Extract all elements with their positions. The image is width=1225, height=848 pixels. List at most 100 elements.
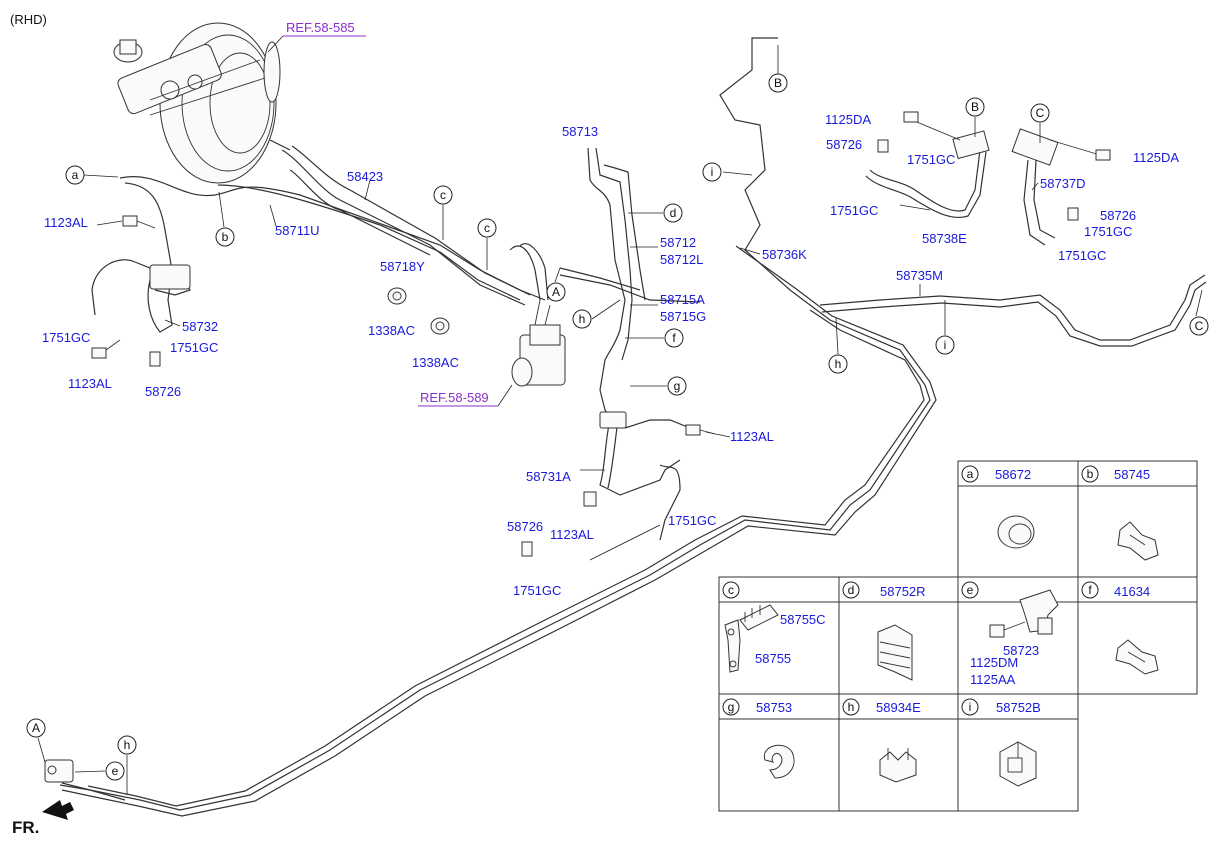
svg-text:58752B: 58752B [996,700,1041,715]
hose-58731A [599,411,701,541]
svg-text:c: c [484,221,490,235]
svg-text:e: e [112,764,119,778]
clip-58752R-icon [877,624,913,681]
brake-line-58736K [59,37,937,817]
variant-label: (RHD) [10,12,47,27]
bleeder-58726-3 [877,139,889,153]
legend-cell-e[interactable]: e 58723 1125DM 1125AA [961,581,1059,687]
bolt-1125DM-icon [989,621,1026,638]
front-bracket-A [44,759,126,801]
callout-a[interactable]: a [65,165,85,185]
part-labels: 58423 58711U 58718Y 1123AL 1751GC 58732 … [42,112,1179,598]
clip-58753-icon [763,744,795,779]
svg-text:58752R: 58752R [880,584,926,599]
callout-c-1[interactable]: c [433,185,453,205]
svg-text:f: f [672,331,676,345]
label-58712L: 58712L [660,252,703,267]
bolt-1123AL-3 [685,424,716,436]
svg-text:A: A [552,285,560,299]
callout-B-detail[interactable]: B [965,97,985,117]
label-1123AL-1: 1123AL [44,215,88,230]
callout-C-detail[interactable]: C [1030,103,1050,123]
bleeder-58726-2 [521,541,533,557]
hose-58732 [91,259,191,333]
bolt-1123AL-4 [583,491,597,507]
label-58711U: 58711U [275,223,320,238]
callout-C-rear[interactable]: C [1189,316,1209,336]
svg-text:h: h [579,312,586,326]
svg-text:g: g [674,379,681,393]
legend-cell-g[interactable]: g 58753 [722,698,795,779]
label-1123AL-4: 1123AL [550,527,594,542]
label-1751GC-7: 1751GC [1084,224,1132,239]
svg-text:41634: 41634 [1114,584,1150,599]
label-1338AC-1: 1338AC [368,323,415,338]
svg-text:d: d [848,583,855,597]
svg-text:c: c [440,188,446,202]
legend-cell-i[interactable]: i 58752B [961,698,1041,787]
callout-f[interactable]: f [664,328,684,348]
callout-h-rear[interactable]: h [828,354,848,374]
callout-d[interactable]: d [663,203,683,223]
brake-pipes-center [559,147,701,421]
svg-text:g: g [728,700,735,714]
svg-text:i: i [711,165,714,179]
callout-A-center[interactable]: A [546,282,566,302]
label-58738E: 58738E [922,231,967,246]
ref-abs[interactable]: REF.58-589 [418,384,513,407]
callout-c-2[interactable]: c [477,218,497,238]
svg-text:c: c [728,583,734,597]
clip-58745-icon [1117,521,1159,561]
callout-h-center[interactable]: h [572,309,592,329]
clip-41634-icon [1115,639,1159,675]
bleeder-58726-1 [149,351,161,367]
label-1751GC-3: 1751GC [668,513,716,528]
label-58715A: 58715A [660,292,705,307]
svg-text:a: a [967,467,974,481]
svg-text:B: B [774,76,782,90]
label-58712: 58712 [660,235,696,250]
legend-cell-h[interactable]: h 58934E [842,698,921,783]
svg-text:58723: 58723 [1003,643,1039,658]
legend-cell-f[interactable]: f 41634 [1081,581,1159,675]
callout-A-front[interactable]: A [26,718,46,738]
ref-booster[interactable]: REF.58-585 [267,20,366,53]
svg-text:FR.: FR. [12,818,39,837]
legend-cell-c[interactable]: c 58755C 58755 [722,581,826,673]
svg-text:h: h [124,738,131,752]
leader-lines [37,45,1203,795]
callout-i-rear[interactable]: i [935,335,955,355]
label-58713: 58713 [562,124,598,139]
legend-cell-d[interactable]: d 58752R [842,581,926,681]
hose-58737D [1011,128,1111,246]
label-58726-1: 58726 [145,384,181,399]
label-58737D: 58737D [1040,176,1086,191]
svg-text:1125AA: 1125AA [970,672,1016,687]
callout-b[interactable]: b [215,227,235,247]
label-1751GC-1: 1751GC [42,330,90,345]
clip-58752B-icon [999,741,1037,787]
legend-cell-a[interactable]: a 58672 [961,465,1035,549]
bolt-1123AL-1 [122,215,156,229]
clip-58934E-icon [879,748,917,783]
legend-cell-b[interactable]: b 58745 [1081,465,1159,561]
label-58731A: 58731A [526,469,571,484]
callout-h-front[interactable]: h [117,735,137,755]
label-58732: 58732 [182,319,218,334]
callout-g[interactable]: g [667,376,687,396]
svg-text:58753: 58753 [756,700,792,715]
callout-i-left[interactable]: i [702,162,722,182]
bleeder-58726-4 [1067,207,1079,221]
svg-text:REF.58-585: REF.58-585 [286,20,355,35]
svg-text:A: A [32,721,40,735]
svg-text:58755: 58755 [755,651,791,666]
svg-text:b: b [222,230,229,244]
label-58423: 58423 [347,169,383,184]
brake-booster [113,22,281,184]
callout-e-front[interactable]: e [105,761,125,781]
svg-text:58672: 58672 [995,467,1031,482]
label-1125DA-2: 1125DA [1133,150,1179,165]
label-1123AL-3: 1123AL [730,429,774,444]
callout-B-top[interactable]: B [768,73,788,93]
